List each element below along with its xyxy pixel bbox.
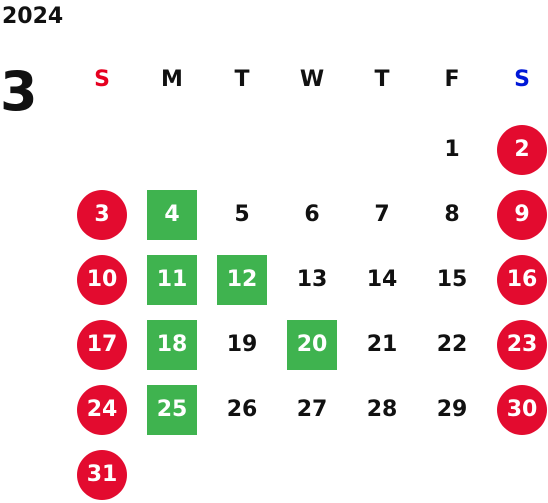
weekday-thu: T bbox=[374, 67, 390, 92]
weekday-sat: S bbox=[514, 67, 530, 92]
day-12-closed: 12 bbox=[217, 255, 267, 305]
day-17-holiday: 17 bbox=[77, 320, 127, 370]
day-7: 7 bbox=[374, 202, 390, 227]
day-19: 19 bbox=[226, 332, 258, 357]
year-label: 2024 bbox=[2, 4, 64, 29]
day-18-closed: 18 bbox=[147, 320, 197, 370]
day-10-holiday: 10 bbox=[77, 255, 127, 305]
day-30-holiday: 30 bbox=[497, 385, 547, 435]
day-11-closed: 11 bbox=[147, 255, 197, 305]
day-15: 15 bbox=[436, 267, 468, 292]
day-24-holiday: 24 bbox=[77, 385, 127, 435]
day-25-closed: 25 bbox=[147, 385, 197, 435]
day-16-holiday: 16 bbox=[497, 255, 547, 305]
weekday-fri: F bbox=[444, 67, 460, 92]
weekday-tue: T bbox=[234, 67, 250, 92]
day-6: 6 bbox=[304, 202, 320, 227]
day-3-holiday: 3 bbox=[77, 190, 127, 240]
day-22: 22 bbox=[436, 332, 468, 357]
day-20-closed: 20 bbox=[287, 320, 337, 370]
day-5: 5 bbox=[234, 202, 250, 227]
day-2-holiday: 2 bbox=[497, 125, 547, 175]
day-29: 29 bbox=[436, 397, 468, 422]
weekday-sun: S bbox=[94, 67, 110, 92]
day-1: 1 bbox=[444, 137, 460, 162]
weekday-mon: M bbox=[161, 67, 183, 92]
day-13: 13 bbox=[296, 267, 328, 292]
day-8: 8 bbox=[444, 202, 460, 227]
day-4-closed: 4 bbox=[147, 190, 197, 240]
day-28: 28 bbox=[366, 397, 398, 422]
day-26: 26 bbox=[226, 397, 258, 422]
day-27: 27 bbox=[296, 397, 328, 422]
day-14: 14 bbox=[366, 267, 398, 292]
weekday-wed: W bbox=[299, 67, 325, 92]
day-23-holiday: 23 bbox=[497, 320, 547, 370]
day-21: 21 bbox=[366, 332, 398, 357]
day-31-holiday: 31 bbox=[77, 450, 127, 500]
month-number: 3 bbox=[0, 60, 38, 123]
day-9-holiday: 9 bbox=[497, 190, 547, 240]
